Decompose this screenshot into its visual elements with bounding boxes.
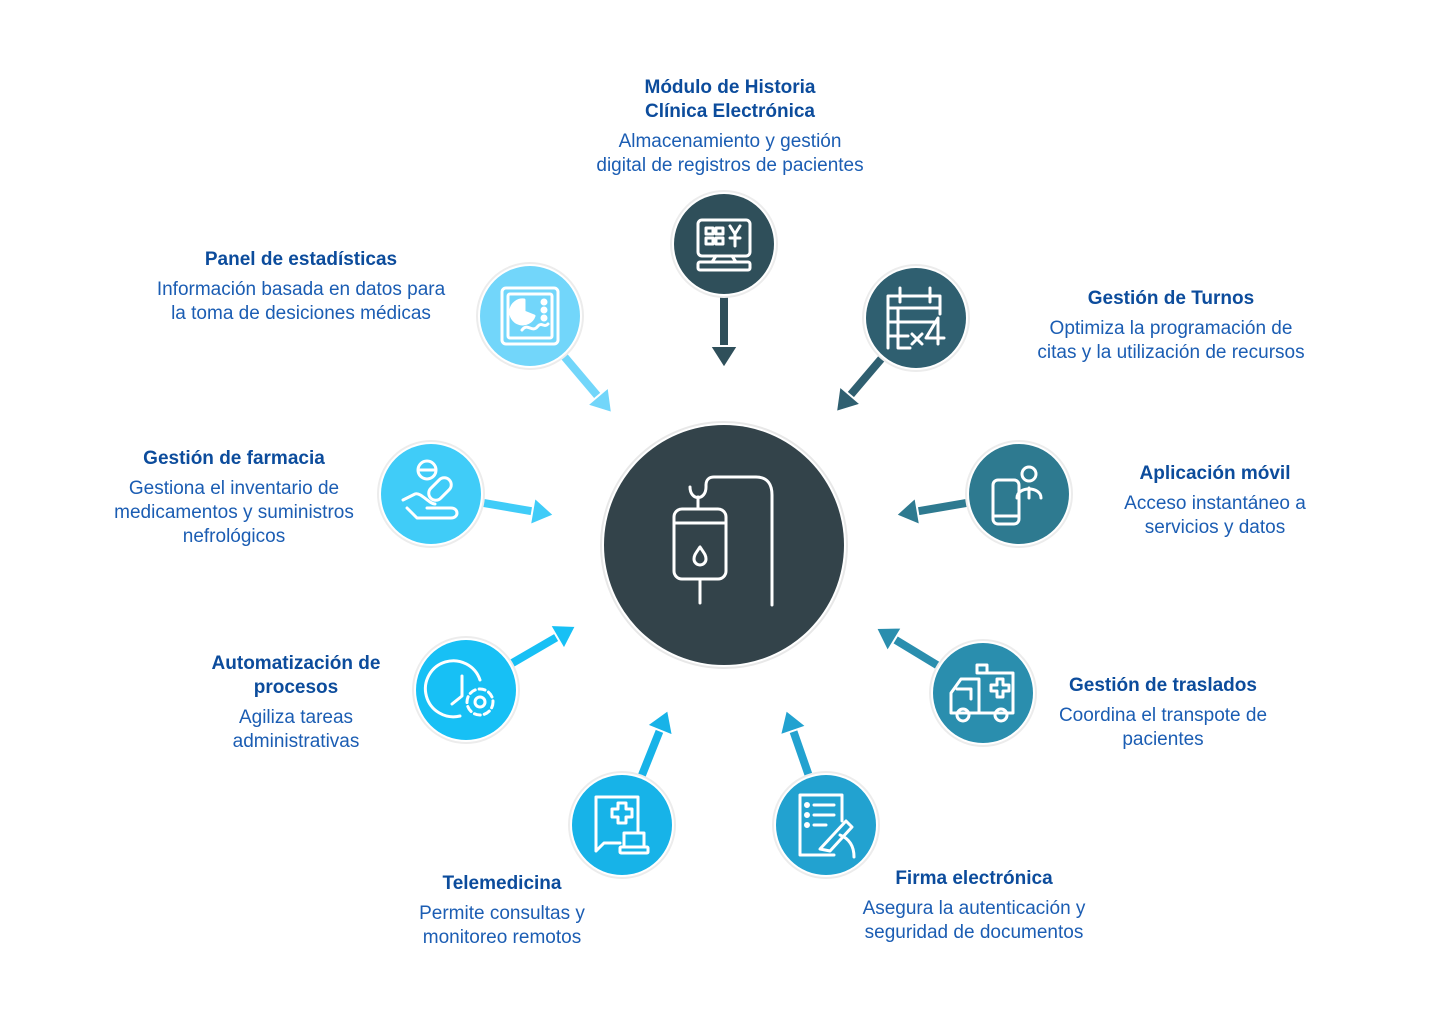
- description-line: Almacenamiento y gestión: [618, 131, 842, 152]
- node-title: Panel de estadísticas: [157, 248, 445, 272]
- node-circle: [381, 444, 481, 544]
- arrow-head: [585, 385, 614, 415]
- node-farmacia: [377, 440, 485, 548]
- node-description: Acceso instantáneo a servicios y datos: [1124, 492, 1306, 540]
- arrow-head: [644, 708, 675, 738]
- node-firma: [772, 771, 880, 879]
- node-auto: [412, 636, 520, 744]
- description-line: citas y la utilización de recursos: [1037, 342, 1305, 363]
- arrow-head: [708, 345, 740, 370]
- arrow-head: [894, 495, 922, 527]
- telemedicine-icon: [594, 795, 650, 855]
- node-panel: [476, 262, 584, 370]
- node-description: Gestiona el inventario de medicamentos y …: [114, 477, 354, 549]
- node-description: Coordina el transpote de pacientes: [1059, 704, 1267, 752]
- computer-records-icon: [696, 218, 752, 272]
- title-line: Gestión de farmacia: [143, 448, 325, 469]
- title-line: Aplicación móvil: [1139, 463, 1291, 484]
- iv-drip-icon: [672, 475, 774, 607]
- arrow-head: [834, 384, 863, 414]
- node-description: Optimiza la programación de citas y la ut…: [1037, 317, 1304, 365]
- description-line: la toma de desiciones médicas: [171, 303, 431, 324]
- arrow-head: [874, 626, 904, 654]
- pills-hand-icon: [401, 459, 459, 520]
- signature-document-icon: [798, 793, 856, 859]
- stats-panel-icon: [500, 286, 560, 346]
- node-title: Automatización de procesos: [212, 652, 381, 700]
- description-line: administrativas: [232, 731, 360, 752]
- description-line: seguridad de documentos: [864, 922, 1084, 943]
- description-line: Coordina el transpote de: [1058, 705, 1268, 726]
- description-line: servicios y datos: [1144, 517, 1286, 538]
- title-line: Módulo de Historia: [644, 77, 816, 98]
- title-line: Firma electrónica: [895, 868, 1053, 889]
- title-line: Panel de estadísticas: [204, 249, 398, 270]
- title-line: Automatización de: [211, 653, 381, 674]
- title-line: Telemedicina: [442, 873, 562, 894]
- node-title: Gestión de farmacia: [114, 447, 354, 471]
- description-line: nefrológicos: [182, 526, 286, 547]
- node-description: Agiliza tareas administrativas: [212, 706, 381, 754]
- title-line: Gestión de traslados: [1069, 675, 1257, 696]
- node-tele: [568, 771, 676, 879]
- node-description: Almacenamiento y gestión digital de regis…: [596, 130, 863, 178]
- description-line: Agiliza tareas: [238, 707, 354, 728]
- node-description: Información basada en datos para la toma …: [157, 278, 445, 326]
- node-title: Gestión de Turnos: [1037, 287, 1304, 311]
- ambulance-icon: [949, 663, 1015, 723]
- description-line: digital de registros de pacientes: [596, 155, 864, 176]
- mobile-user-icon: [991, 465, 1043, 526]
- title-line: Clínica Electrónica: [644, 101, 815, 122]
- description-line: Permite consultas y: [419, 903, 585, 924]
- center-hub: [600, 421, 848, 669]
- arrow-head: [528, 495, 556, 527]
- description-line: Asegura la autenticación y: [862, 898, 1086, 919]
- node-movil: [965, 440, 1073, 548]
- description-line: monitoreo remotos: [422, 927, 582, 948]
- arrow-head: [778, 708, 809, 737]
- node-circle: [416, 640, 516, 740]
- node-title: Gestión de traslados: [1059, 674, 1267, 698]
- node-circle: [572, 775, 672, 875]
- node-circle: [933, 643, 1033, 743]
- description-line: Gestiona el inventario de: [128, 478, 340, 499]
- node-circle: [866, 268, 966, 368]
- arrow-head: [548, 623, 578, 652]
- title-line: procesos: [253, 677, 339, 698]
- clock-gear-icon: [423, 659, 495, 719]
- node-description: Asegura la autenticación y seguridad de d…: [863, 897, 1086, 945]
- description-line: Acceso instantáneo a: [1124, 493, 1306, 514]
- node-traslados: [929, 639, 1037, 747]
- calendar-icon: [886, 286, 946, 350]
- description-line: pacientes: [1122, 729, 1204, 750]
- node-title: Telemedicina: [419, 872, 585, 896]
- description-line: medicamentos y suministros: [114, 502, 354, 523]
- node-title: Aplicación móvil: [1124, 462, 1306, 486]
- node-title: Firma electrónica: [863, 867, 1086, 891]
- center-circle: [604, 425, 844, 665]
- node-turnos: [862, 264, 970, 372]
- description-line: Información basada en datos para: [156, 279, 446, 300]
- node-description: Permite consultas y monitoreo remotos: [419, 902, 585, 950]
- title-line: Gestión de Turnos: [1087, 288, 1255, 309]
- description-line: Optimiza la programación de: [1049, 318, 1293, 339]
- node-historia: [670, 190, 778, 298]
